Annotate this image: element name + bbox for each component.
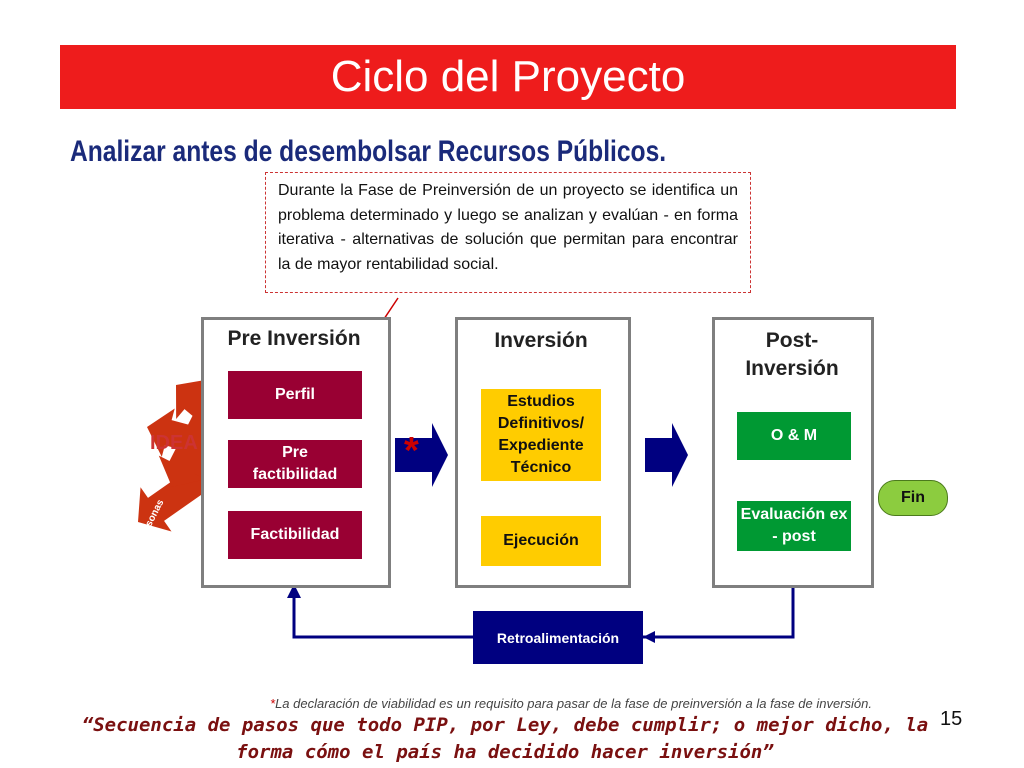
left-arrow-label-3a: Condiciones de Vida <box>23 456 110 522</box>
feedback-line-left <box>292 595 473 639</box>
step-ejecucion: Ejecución <box>481 516 601 566</box>
flow-arrow-inv-to-post <box>645 423 688 487</box>
feedback-arrow-head-left <box>643 631 655 643</box>
idea-label: IDEA <box>150 432 198 454</box>
left-arrow-label-4: Percepción de Personas <box>104 497 167 606</box>
preinversion-callout: Durante la Fase de Preinversión de un pr… <box>265 172 751 293</box>
feedback-arrow-head-up <box>287 584 301 598</box>
phase-pre-inversion-title: Pre Inversión <box>227 327 361 350</box>
slide-title: Ciclo del Proyecto <box>330 52 686 101</box>
footnote-mark: * <box>270 696 276 711</box>
step-pre-factibilidad: Pre factibilidad <box>228 440 362 488</box>
step-factibilidad: Factibilidad <box>228 511 362 559</box>
feedback-box: Retroalimentación <box>473 611 643 664</box>
phase-inversion-title: Inversión <box>494 329 588 352</box>
page-number: 15 <box>940 708 963 730</box>
step-o-and-m: O & M <box>737 412 851 460</box>
feedback-line-right <box>643 586 795 639</box>
step-estudios-definitivos: Estudios Definitivos/ Expediente Técnico <box>481 389 601 481</box>
fin-terminator: Fin <box>878 480 948 516</box>
viability-asterisk: * <box>404 430 419 472</box>
slide-subtitle: Analizar antes de desembolsar Recursos P… <box>70 135 667 168</box>
viability-footnote: *La declaración de viabilidad es un requ… <box>270 696 872 711</box>
closing-quote: “Secuencia de pasos que todo PIP, por Le… <box>81 714 929 763</box>
title-bar <box>60 45 956 109</box>
phase-post-inversion-title: Post- Inversión <box>745 329 839 380</box>
step-perfil: Perfil <box>228 371 362 419</box>
footnote-text: La declaración de viabilidad es un requi… <box>275 696 872 711</box>
step-evaluacion-ex-post: Evaluación ex - post <box>737 501 851 551</box>
left-arrow-label-3b: Deficitarias <box>53 494 104 534</box>
left-arrow-label-2: Políticas de Desarrollo <box>17 391 124 430</box>
flow-arrow-pre-to-inv <box>395 423 448 487</box>
